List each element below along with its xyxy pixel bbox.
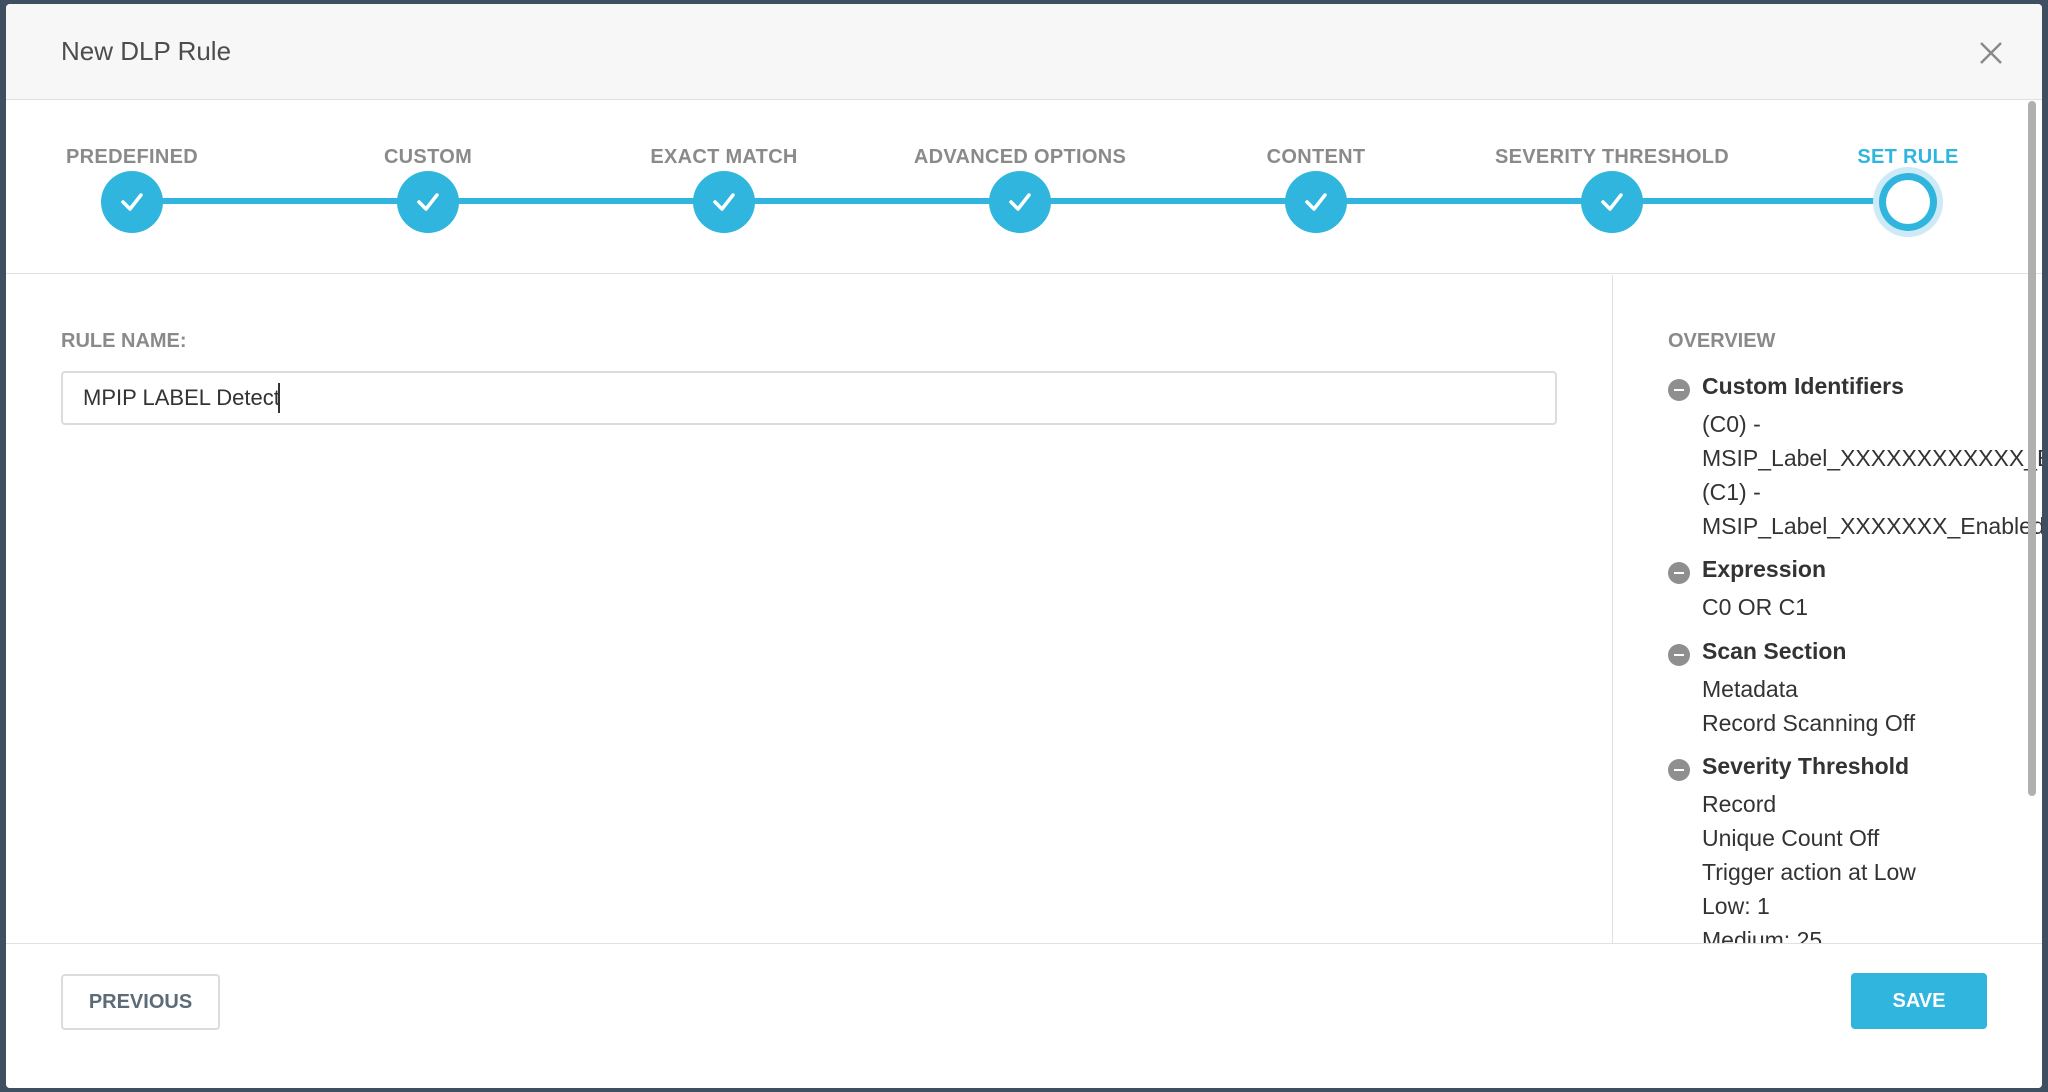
collapse-icon[interactable]: [1668, 644, 1690, 666]
step-label: SEVERITY THRESHOLD: [1495, 146, 1729, 168]
modal-title: New DLP Rule: [61, 36, 232, 66]
overview-line: MSIP_Label_XXXXXXX_Enabled: [1702, 513, 2042, 539]
new-dlp-rule-modal: New DLP Rule PREDEFINED CUSTOM EXACT MAT…: [6, 4, 2042, 1088]
overview-line: Unique Count Off: [1702, 825, 1880, 851]
section-title: Severity Threshold: [1702, 753, 1910, 779]
current-step-indicator: [1879, 173, 1937, 231]
step-exact-match[interactable]: EXACT MATCH: [574, 101, 874, 274]
collapse-icon[interactable]: [1668, 562, 1690, 584]
overview-line: Medium: 25: [1702, 927, 1823, 943]
checkmark-icon: [693, 171, 755, 233]
overview-title: OVERVIEW: [1668, 330, 1776, 352]
step-label: EXACT MATCH: [650, 146, 798, 168]
overview-line: C0 OR C1: [1702, 594, 1809, 620]
collapse-icon[interactable]: [1668, 759, 1690, 781]
overview-line: Record: [1702, 791, 1777, 817]
step-label: SET RULE: [1857, 146, 1959, 168]
collapse-icon[interactable]: [1668, 379, 1690, 401]
rule-name-input[interactable]: [61, 371, 1557, 425]
scrollbar[interactable]: [2028, 101, 2036, 796]
wizard-stepper: PREDEFINED CUSTOM EXACT MATCH ADVANCED O…: [6, 101, 2042, 274]
overview-line: Trigger action at Low: [1702, 859, 1916, 885]
modal-footer: PREVIOUS SAVE: [6, 943, 2042, 1088]
overview-line: Metadata: [1702, 676, 1798, 702]
overview-section-scan-section: Scan Section Metadata Record Scanning Of…: [1668, 638, 2042, 740]
modal-header: New DLP Rule: [6, 4, 2042, 100]
step-label: PREDEFINED: [66, 146, 198, 168]
section-title: Expression: [1702, 556, 1826, 582]
overview-section-custom-identifiers: Custom Identifiers (C0) - MSIP_Label_XXX…: [1668, 373, 2042, 543]
rule-name-label: RULE NAME:: [61, 330, 187, 352]
previous-button[interactable]: PREVIOUS: [61, 974, 220, 1030]
save-button[interactable]: SAVE: [1851, 973, 1987, 1029]
overview-section-severity-threshold: Severity Threshold Record Unique Count O…: [1668, 753, 2042, 943]
overview-line: (C1) -: [1702, 479, 1761, 505]
checkmark-icon: [989, 171, 1051, 233]
rule-form: RULE NAME:: [6, 275, 1612, 943]
text-cursor: [278, 383, 280, 413]
overview-line: (C0) -: [1702, 411, 1761, 437]
checkmark-icon: [1581, 171, 1643, 233]
step-severity-threshold[interactable]: SEVERITY THRESHOLD: [1462, 101, 1762, 274]
current-step-dot: [1886, 180, 1930, 224]
overview-line: MSIP_Label_XXXXXXXXXXXX_E: [1702, 445, 2042, 471]
close-icon[interactable]: [1978, 40, 2004, 66]
overview-panel: OVERVIEW Custom Identifiers (C0) - MSIP_…: [1612, 275, 2042, 943]
step-content[interactable]: CONTENT: [1166, 101, 1466, 274]
overview-section-expression: Expression C0 OR C1: [1668, 556, 2042, 624]
overview-line: Low: 1: [1702, 893, 1770, 919]
step-advanced-options[interactable]: ADVANCED OPTIONS: [870, 101, 1170, 274]
step-set-rule[interactable]: SET RULE: [1758, 101, 2042, 274]
step-custom[interactable]: CUSTOM: [278, 101, 578, 274]
section-title: Custom Identifiers: [1702, 373, 1904, 399]
step-label: CUSTOM: [383, 146, 473, 168]
step-label: CONTENT: [1266, 146, 1366, 168]
overview-line: Record Scanning Off: [1702, 710, 1916, 736]
step-label: ADVANCED OPTIONS: [913, 146, 1127, 168]
section-title: Scan Section: [1702, 638, 1847, 664]
checkmark-icon: [1285, 171, 1347, 233]
step-predefined[interactable]: PREDEFINED: [6, 101, 282, 274]
checkmark-icon: [101, 171, 163, 233]
checkmark-icon: [397, 171, 459, 233]
